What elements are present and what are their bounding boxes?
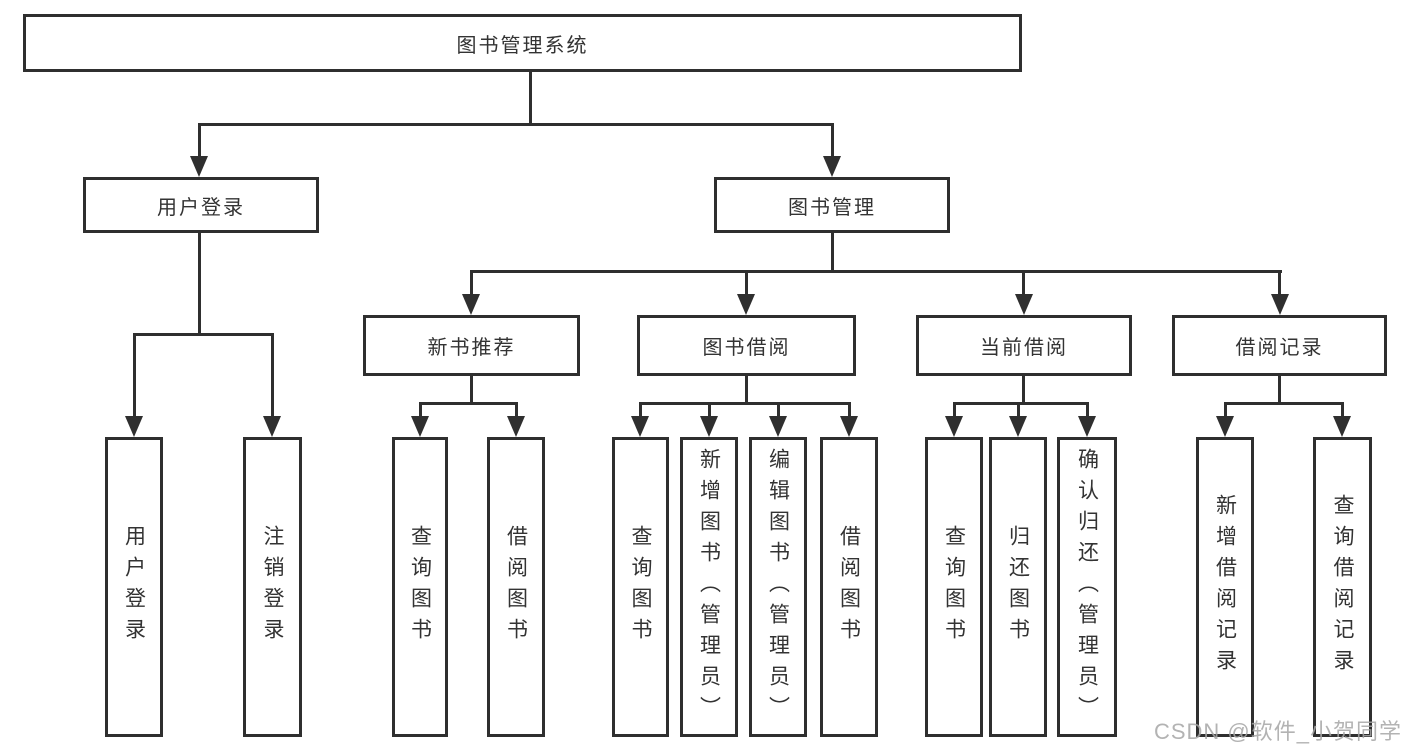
node-book-management-label: 图书管理 [788,196,876,219]
leaf-label: 借阅图书 [837,525,861,649]
leaf-add-books-admin: 新增图书（管理员） [680,437,738,737]
arrowhead-icon [631,416,649,437]
connector-line [639,402,850,405]
leaf-logout: 注销登录 [243,437,302,737]
arrowhead-icon [1078,416,1096,437]
leaf-query-borrow-record: 查询借阅记录 [1313,437,1372,737]
leaf-label: 查询图书 [942,525,966,649]
leaf-confirm-return-admin: 确认归还（管理员） [1057,437,1117,737]
connector-line [1022,376,1025,404]
arrowhead-icon [263,416,281,437]
arrowhead-icon [840,416,858,437]
connector-line [271,333,274,418]
leaf-label: 编辑图书（管理员） [766,447,790,727]
node-user-login-label: 用户登录 [157,196,245,219]
node-library-system: 图书管理系统 [23,14,1022,72]
connector-line [133,333,136,418]
arrowhead-icon [700,416,718,437]
connector-line [470,376,473,404]
arrowhead-icon [1333,416,1351,437]
leaf-query-books-recommend: 查询图书 [392,437,448,737]
connector-line [1224,402,1343,405]
arrowhead-icon [1009,416,1027,437]
node-borrow-records-label: 借阅记录 [1235,337,1324,359]
arrowhead-icon [190,156,208,177]
arrowhead-icon [125,416,143,437]
connector-line [777,402,780,418]
node-library-system-label: 图书管理系统 [456,34,589,57]
node-new-book-recommend: 新书推荐 [363,315,580,376]
leaf-label: 查询借阅记录 [1331,494,1354,680]
connector-line [1341,402,1344,418]
leaf-label: 新增借阅记录 [1213,494,1237,680]
connector-line [848,402,851,418]
arrowhead-icon [769,416,787,437]
connector-line [198,123,834,126]
connector-line [515,402,518,418]
leaf-label: 注销登录 [261,525,284,649]
connector-line [1224,402,1227,418]
leaf-borrow-books: 借阅图书 [820,437,878,737]
leaf-query-books-borrow: 查询图书 [612,437,669,737]
arrowhead-icon [823,156,841,177]
connector-line [1086,402,1089,418]
connector-line [708,402,711,418]
arrowhead-icon [737,294,755,315]
arrowhead-icon [1015,294,1033,315]
csdn-watermark: CSDN @软件_小贺同学 [1153,719,1402,744]
leaf-user-login: 用户登录 [105,437,163,737]
leaf-borrow-books-recommend: 借阅图书 [487,437,545,737]
leaf-edit-books-admin: 编辑图书（管理员） [749,437,807,737]
connector-line [831,233,834,272]
connector-line [198,233,201,335]
connector-line [419,402,518,405]
connector-line [133,333,274,336]
connector-line [1022,270,1025,296]
connector-line [470,270,1282,273]
connector-line [1278,376,1281,404]
node-book-borrow: 图书借阅 [637,315,856,376]
connector-line [745,270,748,296]
arrowhead-icon [507,416,525,437]
leaf-label: 确认归还（管理员） [1075,447,1099,727]
leaf-return-books: 归还图书 [989,437,1047,737]
arrowhead-icon [1271,294,1289,315]
connector-line [470,270,473,296]
connector-line [1278,270,1281,296]
arrowhead-icon [945,416,963,437]
node-current-borrow: 当前借阅 [916,315,1132,376]
connector-line [419,402,422,418]
connector-line [745,376,748,404]
leaf-query-books-current: 查询图书 [925,437,983,737]
connector-line [1017,402,1020,418]
node-current-borrow-label: 当前借阅 [980,337,1068,359]
connector-line [953,402,1088,405]
connector-line [639,402,642,418]
node-new-book-recommend-label: 新书推荐 [427,337,516,359]
leaf-label: 借阅图书 [504,525,528,649]
leaf-label: 查询图书 [408,525,432,649]
leaf-label: 用户登录 [122,525,146,649]
leaf-label: 归还图书 [1006,525,1030,649]
arrowhead-icon [462,294,480,315]
leaf-add-borrow-record: 新增借阅记录 [1196,437,1254,737]
connector-line [953,402,956,418]
node-book-borrow-label: 图书借阅 [702,337,791,359]
arrowhead-icon [1216,416,1234,437]
node-book-management: 图书管理 [714,177,950,233]
leaf-label: 新增图书（管理员） [697,447,721,727]
node-user-login: 用户登录 [83,177,319,233]
leaf-label: 查询图书 [629,525,652,649]
node-borrow-records: 借阅记录 [1172,315,1387,376]
connector-line [198,123,201,158]
arrowhead-icon [411,416,429,437]
connector-line [831,123,834,158]
connector-line [529,72,532,126]
